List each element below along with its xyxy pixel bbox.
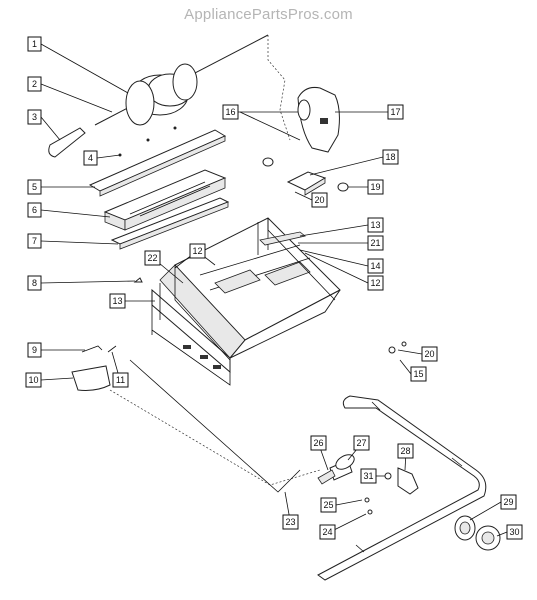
callout-12-left: 12	[189, 243, 206, 259]
gas-valve	[317, 454, 419, 515]
svg-text:8: 8	[32, 278, 37, 288]
callout-25: 25	[320, 497, 337, 513]
callout-6: 6	[27, 202, 42, 218]
callout-26: 26	[310, 435, 327, 451]
svg-text:13: 13	[370, 220, 380, 230]
heat-shield	[88, 129, 227, 197]
svg-text:12: 12	[192, 246, 202, 256]
callout-28: 28	[397, 443, 414, 459]
callout-31: 31	[360, 468, 377, 484]
svg-text:18: 18	[385, 152, 395, 162]
cart-frame	[317, 395, 487, 581]
spit-rod	[94, 34, 269, 126]
svg-text:14: 14	[370, 261, 380, 271]
burner	[103, 169, 227, 231]
svg-text:21: 21	[370, 238, 380, 248]
svg-text:11: 11	[116, 375, 125, 385]
drip-cup	[71, 365, 111, 391]
svg-text:27: 27	[356, 438, 366, 448]
svg-text:3: 3	[32, 112, 37, 122]
svg-text:28: 28	[400, 446, 410, 456]
svg-text:16: 16	[225, 107, 235, 117]
callout-17: 17	[387, 104, 404, 120]
callout-11: 11	[112, 372, 129, 388]
watermark: AppliancePartsPros.com	[184, 6, 353, 23]
callout-13-left: 13	[109, 293, 126, 309]
svg-text:12: 12	[370, 278, 380, 288]
callout-8: 8	[27, 275, 42, 291]
callout-10: 10	[25, 372, 42, 388]
callout-3: 3	[27, 109, 42, 125]
callout-5: 5	[27, 179, 42, 195]
callout-15: 15	[410, 366, 427, 382]
screw-20-15	[388, 341, 407, 354]
grill-body	[151, 217, 341, 386]
thumb-screws	[262, 157, 349, 192]
svg-text:26: 26	[313, 438, 323, 448]
rotisserie-motor	[297, 87, 340, 153]
callout-29: 29	[500, 494, 517, 510]
callout-13-right: 13	[367, 217, 384, 233]
side-panel	[129, 359, 301, 493]
callout-14: 14	[367, 258, 384, 274]
callout-text: 1	[32, 39, 37, 49]
svg-text:10: 10	[28, 375, 38, 385]
small-fittings	[81, 277, 143, 353]
burner-bracket	[110, 197, 230, 250]
callout-19: 19	[367, 179, 384, 195]
svg-text:4: 4	[88, 153, 93, 163]
svg-text:13: 13	[112, 296, 122, 306]
svg-text:20: 20	[424, 349, 434, 359]
svg-text:15: 15	[413, 369, 423, 379]
callout-9: 9	[27, 342, 42, 358]
callout-12-right: 12	[367, 275, 384, 291]
callout-2: 2	[27, 76, 42, 92]
callout-21: 21	[367, 235, 384, 251]
svg-text:2: 2	[32, 79, 37, 89]
motor-bracket	[286, 171, 327, 196]
callout-20-top: 20	[311, 192, 328, 208]
svg-text:7: 7	[32, 236, 37, 246]
svg-text:24: 24	[322, 527, 332, 537]
screws	[118, 126, 177, 157]
control-knob	[454, 515, 501, 551]
svg-text:31: 31	[363, 471, 373, 481]
callout-16: 16	[222, 104, 239, 120]
svg-text:20: 20	[314, 195, 324, 205]
callout-23: 23	[282, 514, 299, 530]
svg-text:9: 9	[32, 345, 37, 355]
callout-7: 7	[27, 233, 42, 249]
svg-text:17: 17	[390, 107, 400, 117]
svg-text:23: 23	[285, 517, 295, 527]
svg-text:22: 22	[147, 253, 157, 263]
callout-27: 27	[353, 435, 370, 451]
svg-text:25: 25	[323, 500, 333, 510]
callout-20-right: 20	[421, 346, 438, 362]
svg-text:5: 5	[32, 182, 37, 192]
callout-18: 18	[382, 149, 399, 165]
svg-text:30: 30	[509, 527, 519, 537]
hidden-lines	[109, 35, 321, 486]
svg-text:19: 19	[370, 182, 380, 192]
callout-22: 22	[144, 250, 161, 266]
svg-text:29: 29	[503, 497, 513, 507]
spit-handle	[48, 127, 86, 158]
callout-4: 4	[83, 150, 98, 166]
svg-text:6: 6	[32, 205, 37, 215]
callout-24: 24	[319, 524, 336, 540]
callout-30: 30	[506, 524, 523, 540]
callout-1: 1	[27, 36, 42, 52]
